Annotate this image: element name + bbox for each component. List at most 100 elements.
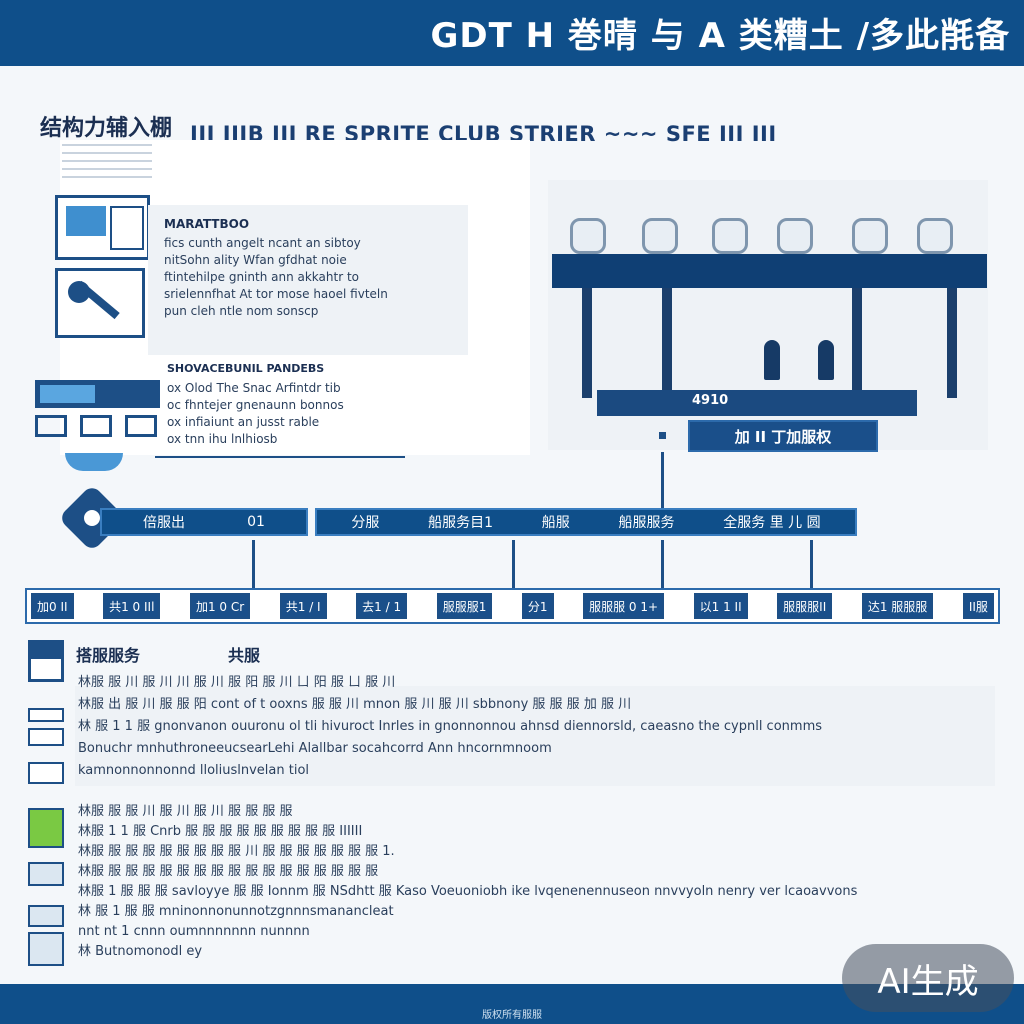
node-cell[interactable]: 加0 II <box>31 593 74 619</box>
station-number: 4910 <box>692 393 729 408</box>
main-title-left: 结构力辅入棚 <box>40 116 173 141</box>
text-line: srielennfhat At tor mose haoel fivteln <box>164 287 388 301</box>
legend-title-2: 共服 <box>228 646 261 665</box>
info-card-mid-title: SHOVACEBUNIL PANDEBS <box>167 362 325 375</box>
text-line: Bonuchr mnhuthroneeucsearLehi Alallbar s… <box>78 741 552 756</box>
box-icon <box>28 862 64 886</box>
info-card-top-title: MARATTBOO <box>164 217 250 231</box>
connector-line <box>661 540 664 590</box>
node-cell[interactable]: 服服服II <box>777 593 833 619</box>
node-cell[interactable]: 共1 / I <box>279 593 327 619</box>
mid-bar-right: 分服 船服务目1 船服 船服服务 全服务 里 儿 圆 <box>315 508 857 536</box>
document-lines-decoration <box>62 144 152 184</box>
line-icon <box>28 708 64 722</box>
connector-line <box>512 540 515 590</box>
text-line: fics cunth angelt ncant an sibtoy <box>164 236 361 250</box>
text-line: 林服 1 服 服 服 savloyye 服 服 Ionnm 服 NSdhtt 服… <box>78 884 858 899</box>
header-title: GDT H 巻晴 与 A 类糟土 /多此㲖备 <box>430 16 1010 56</box>
lamp-icon <box>852 218 888 254</box>
ai-generated-badge: AI生成 <box>842 944 1014 1012</box>
legend-text-block-2: 林服 服 服 川 服 川 服 川 服 服 服 服 林服 1 1 服 Cnrb 服… <box>78 802 978 962</box>
panel-icon <box>125 415 157 437</box>
text-line: ox infiaiunt an jusst rable <box>167 415 320 429</box>
box-icon <box>28 762 64 784</box>
panel-icon <box>80 415 112 437</box>
connector-line <box>661 452 664 508</box>
text-line: 林服 服 川 服 川 川 服 川 服 阳 服 川 ㄩ 阳 服 ㄩ 服 川 <box>78 675 396 690</box>
text-line: nnt nt 1 cnnn oumnnnnnnn nunnnn <box>78 924 310 939</box>
pillar <box>662 288 672 398</box>
info-card-mid-text: ox Olod The Snac Arfintdr tib oc fhnteje… <box>167 380 407 448</box>
station-rail <box>552 254 987 288</box>
lamp-icon <box>712 218 748 254</box>
text-line: ox Olod The Snac Arfintdr tib <box>167 381 341 395</box>
pillar <box>947 288 957 398</box>
text-line: ftintehilpe gninth ann akkahtr to <box>164 270 359 284</box>
node-cell[interactable]: 分1 <box>521 593 554 619</box>
mid-bar-left: 倍服出 01 <box>100 508 308 536</box>
node-cell[interactable]: 服服服 0 1+ <box>583 593 665 619</box>
mid-bar-item: 船服 <box>541 515 570 531</box>
text-line: oc fhntejer gnenaunn bonnos <box>167 398 344 412</box>
station-label-button[interactable]: 加 II 丁加服权 <box>688 420 878 452</box>
info-card-top: MARATTBOO fics cunth angelt ncant an sib… <box>148 205 468 355</box>
mid-bar-item: 船服服务 <box>618 515 675 531</box>
bottom-node-row: 加0 II 共1 0 IIl 加1 0 Cr 共1 / I 去1 / 1 服服服… <box>25 588 1000 624</box>
mid-bar-item: 倍服出 <box>143 515 186 531</box>
lamp-icon <box>917 218 953 254</box>
connector-line <box>810 540 813 590</box>
text-line: nitSohn ality Wfan gfdhat noie <box>164 253 347 267</box>
legend-header: 搭服服务 共服 <box>28 640 978 682</box>
header-bar <box>0 0 1024 66</box>
gear-icon <box>62 488 122 552</box>
connector-line <box>252 540 255 590</box>
text-line: 林 服 1 服 服 mninonnonunnotzgnnnsmanancleat <box>78 904 394 919</box>
boat-icon <box>65 453 123 471</box>
dashboard-bar-icon <box>35 380 160 408</box>
stack-icon <box>28 932 64 966</box>
legend-title-1: 搭服服务 <box>76 646 141 665</box>
legend-text-block-1: 林服 服 川 服 川 川 服 川 服 阳 服 川 ㄩ 阳 服 ㄩ 服 川 林服 … <box>78 672 978 782</box>
lamp-icon <box>777 218 813 254</box>
node-cell[interactable]: 达1 服服服 <box>861 593 934 619</box>
text-line: ox tnn ihu lnlhiosb <box>167 432 278 446</box>
text-line: 林 服 1 1 服 gnonvanon ouuronu ol tli hivur… <box>78 719 823 734</box>
panel-icon <box>35 415 67 437</box>
connector-dot <box>659 432 666 439</box>
green-box-icon <box>28 808 64 848</box>
tools-icon <box>55 268 145 338</box>
pillar <box>852 288 862 398</box>
footer-text: 版权所有服服 <box>482 1010 542 1021</box>
text-line: kamnonnonnonnd lloliuslnvelan tiol <box>78 763 310 778</box>
info-card-top-text: fics cunth angelt ncant an sibtoy nitSoh… <box>164 235 454 320</box>
node-cell[interactable]: 去1 / 1 <box>356 593 408 619</box>
legend-square-icon <box>28 640 64 682</box>
node-cell[interactable]: 共1 0 IIl <box>103 593 161 619</box>
node-cell[interactable]: 服服服1 <box>436 593 493 619</box>
text-line: 林服 服 服 服 服 服 服 服 服 服 服 服 服 服 服 服 服 <box>78 864 379 879</box>
node-cell[interactable]: 加1 0 Cr <box>189 593 251 619</box>
lamp-icon <box>570 218 606 254</box>
station-floor <box>597 390 917 416</box>
text-line: 林 Butnomonodl ey <box>78 944 203 959</box>
text-band <box>75 686 995 786</box>
text-line: 林服 出 服 川 服 服 阳 cont of t ooxns 服 服 川 mno… <box>78 697 632 712</box>
box-icon <box>28 905 64 927</box>
monitor-icon <box>55 195 150 260</box>
text-line: 林服 服 服 川 服 川 服 川 服 服 服 服 <box>78 804 293 819</box>
pillar <box>582 288 592 398</box>
text-line: 林服 1 1 服 Cnrb 服 服 服 服 服 服 服 服 服 IIIIII <box>78 824 363 839</box>
divider <box>155 456 405 458</box>
node-cell[interactable]: 以1 1 II <box>693 593 748 619</box>
mid-bar-item: 全服务 里 儿 圆 <box>723 515 821 531</box>
person-icon <box>818 340 834 380</box>
person-icon <box>764 340 780 380</box>
mid-bar-item: 01 <box>247 514 265 530</box>
text-line: pun cleh ntle nom sonscp <box>164 304 319 318</box>
info-card-mid: SHOVACEBUNIL PANDEBS ox Olod The Snac Ar… <box>155 360 410 460</box>
lamp-icon <box>642 218 678 254</box>
mid-bar-item: 分服 <box>351 515 380 531</box>
node-cell[interactable]: II服 <box>962 593 994 619</box>
dashboard-icon <box>35 375 160 475</box>
mid-bar-item: 船服务目1 <box>428 515 494 531</box>
